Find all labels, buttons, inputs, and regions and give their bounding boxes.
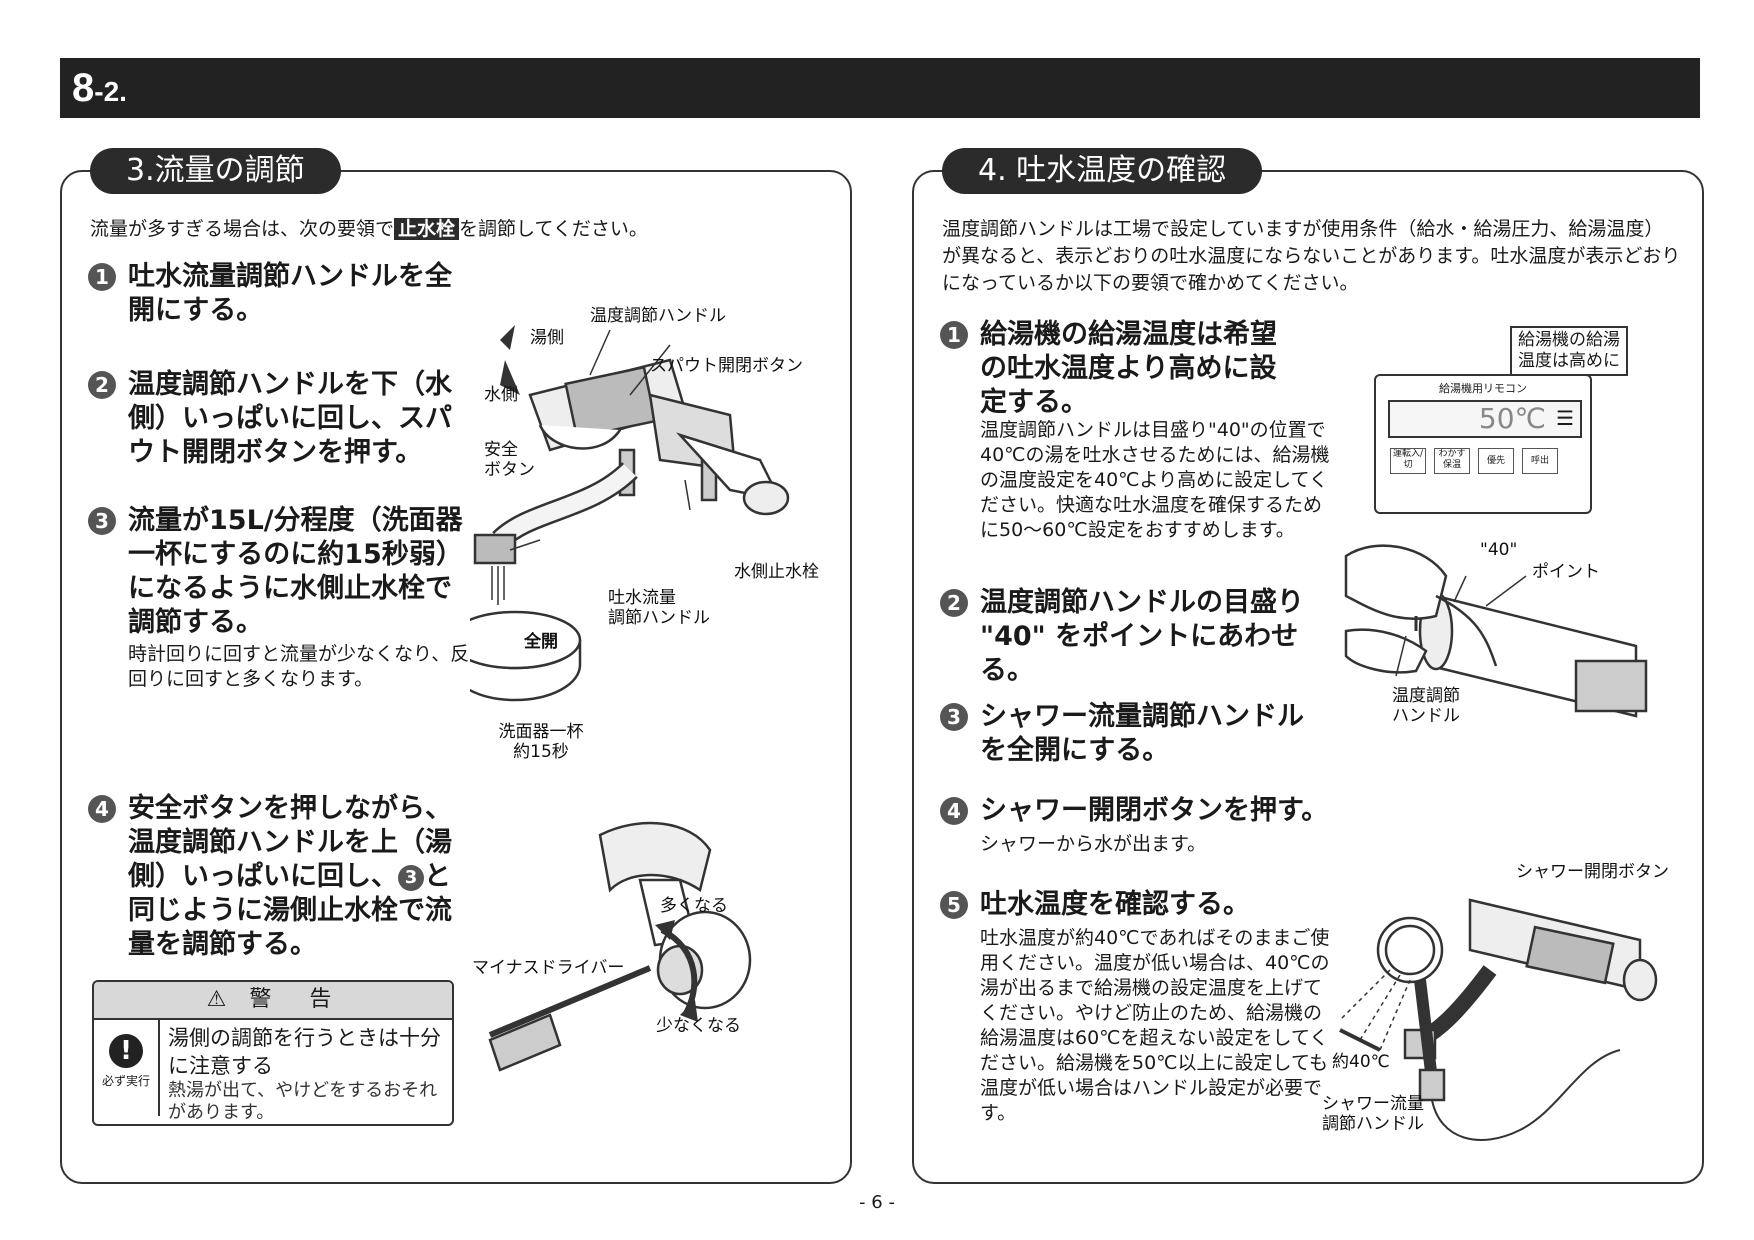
fig1-spout-button-label: スパウト開閉ボタン <box>650 356 803 376</box>
remote-button-power[interactable]: 運転入/切 <box>1390 448 1426 474</box>
step-ref-3: 3 <box>398 865 424 891</box>
menu-icon: ☰ <box>1556 406 1574 430</box>
flow-step-3-note: 時計回りに回すと流量が少なくなり、反時計回りに回すと多くなります。 <box>128 643 508 690</box>
fig1-cold-side-label: 水側 <box>484 385 518 405</box>
fig2-less-label: 少なくなる <box>656 1016 741 1036</box>
temp-step-4-note: シャワーから水が出ます。 <box>980 833 1207 855</box>
remote-callout: 給湯機の給湯温度は高めに <box>1510 326 1628 376</box>
section-number: 8-2. <box>72 66 127 110</box>
fig1-basin-label: 洗面器一杯約15秒 <box>498 722 584 762</box>
screwdriver-adjust-figure <box>488 821 752 1072</box>
warning-box: ⚠ 警 告 ! 必ず実行 湯側の調節を行うときは十分に注意する 熱湯が出て、やけ… <box>92 980 454 1126</box>
exclamation-icon: ! <box>109 1034 143 1068</box>
temperature-check-title: 4. 吐水温度の確認 <box>942 148 1263 194</box>
handle-40-figure <box>1344 544 1648 718</box>
fig2-more-label: 多くなる <box>660 896 728 916</box>
shower-temp-label: 約40℃ <box>1332 1052 1390 1072</box>
temp-step-5-note: 吐水温度が約40℃であればそのままご使用ください。温度が低い場合は、40℃の湯が… <box>980 927 1330 1124</box>
faucet-flow-figure <box>470 325 790 702</box>
fig1-temp-handle-label: 温度調節ハンドル <box>590 306 726 326</box>
flow-adjust-title: 3.流量の調節 <box>90 148 341 194</box>
water-heater-remote: 給湯機用リモコン 50℃ ☰ 運転入/切 わかす保温 優先 呼出 <box>1374 374 1592 514</box>
section-header-bar <box>60 58 1700 118</box>
shower-handle-label: シャワー流量調節ハンドル <box>1322 1094 1424 1134</box>
warning-must-label: 必ず実行 <box>101 1074 150 1088</box>
shower-button-label: シャワー開閉ボタン <box>1516 862 1669 882</box>
remote-button-reheat[interactable]: わかす保温 <box>1434 448 1470 474</box>
handle-point-label: ポイント <box>1532 562 1600 582</box>
temp-step-1-note: 温度調節ハンドルは目盛り"40"の位置で40℃の湯を吐水させるためには、給湯機の… <box>980 419 1330 541</box>
remote-button-priority[interactable]: 優先 <box>1478 448 1514 474</box>
fig1-cold-stop-valve-label: 水側止水栓 <box>734 562 819 582</box>
fig1-hot-side-label: 湯側 <box>530 328 564 348</box>
page-number: - 6 - <box>859 1192 895 1213</box>
temperature-check-lead: 温度調節ハンドルは工場で設定していますが使用条件（給水・給湯圧力、給湯温度）が異… <box>942 218 1681 294</box>
fig1-full-open-label: 全開 <box>524 632 558 652</box>
handle-40-mark-label: "40" <box>1480 540 1518 560</box>
warning-sub-text: 熱湯が出て、やけどをするおそれがあります。 <box>168 1080 438 1123</box>
remote-name: 給湯機用リモコン <box>1439 382 1527 395</box>
flow-adjust-lead: 流量が多すぎる場合は、次の要領で止水栓を調節してください。 <box>90 218 648 240</box>
handle-temp-label: 温度調節ハンドル <box>1392 686 1460 726</box>
shower-figure <box>1339 898 1658 1141</box>
fig1-flow-handle-label: 吐水流量調節ハンドル <box>608 588 710 628</box>
warning-heading: ⚠ 警 告 <box>94 982 452 1020</box>
remote-button-call[interactable]: 呼出 <box>1522 448 1558 474</box>
remote-display: 50℃ ☰ <box>1388 400 1582 438</box>
fig1-safety-button-label: 安全ボタン <box>484 440 535 480</box>
warning-main-text: 湯側の調節を行うときは十分に注意する <box>168 1026 441 1078</box>
fig2-driver-label: マイナスドライバー <box>472 958 625 978</box>
stop-valve-highlight: 止水栓 <box>394 218 460 240</box>
